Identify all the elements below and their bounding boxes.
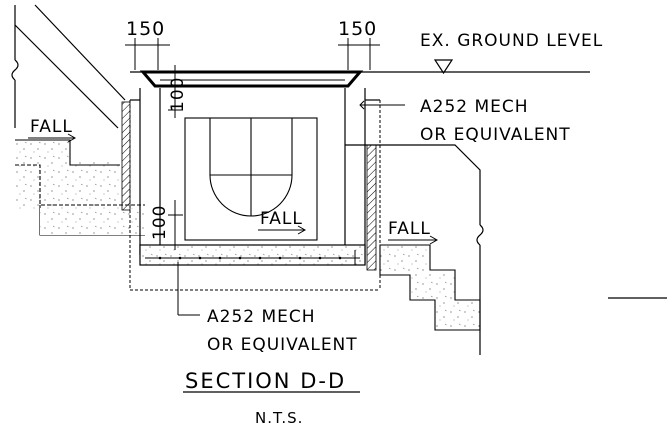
dim-vertical-top-label: 100 [168, 77, 188, 112]
right-wall-hatch [366, 144, 377, 271]
dimension-lines [125, 38, 380, 250]
chamber-walls [130, 88, 380, 265]
fall-right-label: FALL [388, 219, 431, 239]
left-wall-hatch [121, 101, 131, 211]
left-slope [11, 4, 126, 129]
grating-frame [139, 70, 364, 88]
fall-arrows [28, 133, 439, 245]
leader-lines [177, 100, 405, 316]
dim-left-label: 150 [126, 18, 165, 40]
fall-left-label: FALL [30, 117, 73, 137]
mesh-bottom-line2: OR EQUIVALENT [207, 335, 358, 355]
dim-right-label: 150 [338, 18, 377, 40]
sump-box [184, 117, 318, 241]
mesh-bottom-line1: A252 MECH [207, 307, 316, 327]
mesh-top-line2: OR EQUIVALENT [420, 125, 571, 145]
ground-level-marker [433, 59, 454, 75]
fall-center-label: FALL [260, 209, 303, 229]
left-step-blinding [15, 139, 145, 236]
dim-vertical-bottom-label: 100 [150, 205, 170, 240]
ground-level-label: EX. GROUND LEVEL [420, 31, 603, 51]
section-title: SECTION D-D [185, 369, 346, 393]
right-step-blinding [345, 144, 667, 355]
mesh-top-line1: A252 MECH [420, 97, 529, 117]
base-slab [139, 244, 366, 266]
scale-note: N.T.S. [255, 409, 303, 427]
